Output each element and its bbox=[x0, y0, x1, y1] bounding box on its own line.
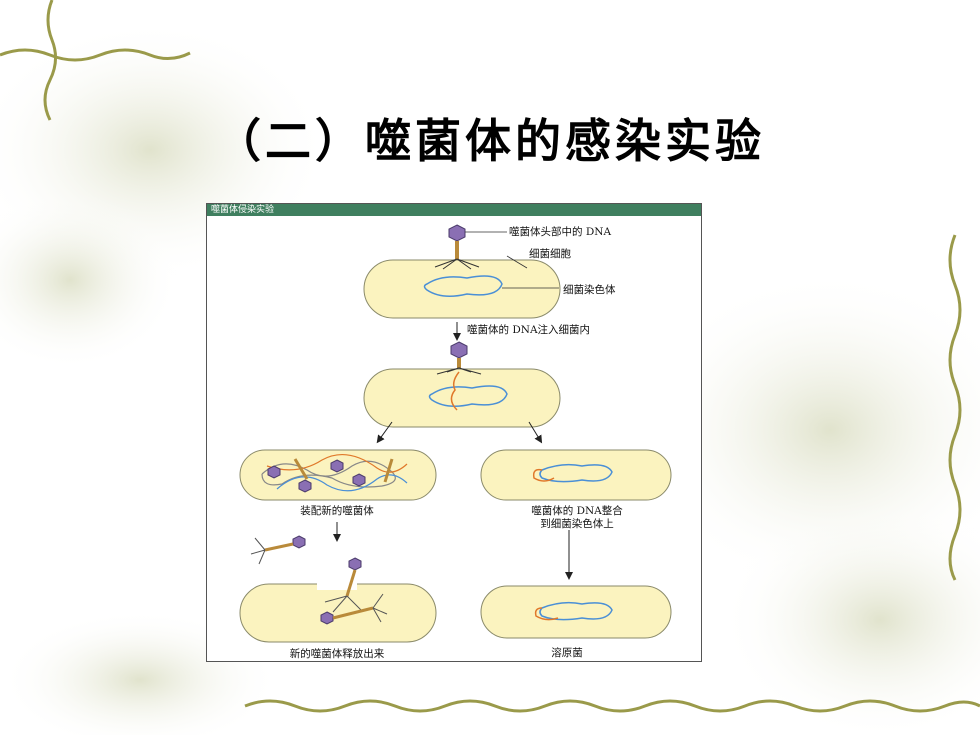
integrated-chromosome bbox=[539, 463, 613, 483]
new-phage-tails bbox=[293, 458, 394, 483]
label-bacterial-cell: 细菌细胞 bbox=[529, 248, 571, 260]
cell-rupture-gap bbox=[317, 580, 357, 590]
label-lysogenic-bacteria: 溶原菌 bbox=[551, 647, 583, 659]
bacterial-chromosome-stage1 bbox=[423, 275, 503, 297]
label-bacterial-chromosome: 细菌染色体 bbox=[563, 284, 616, 296]
new-phage-heads bbox=[267, 459, 366, 493]
vine-decoration-bottom bbox=[244, 699, 980, 713]
phage-dna-injected bbox=[450, 371, 460, 411]
label-phage-head-dna: 噬菌体头部中的 DNA bbox=[509, 226, 612, 238]
bacterial-cell-integrated bbox=[480, 449, 672, 501]
label-dna-injected: 噬菌体的 DNA注入细菌内 bbox=[467, 324, 591, 336]
slide-title: （二）噬菌体的感染实验 bbox=[215, 114, 765, 168]
figure-header: 噬菌体侵染实验 bbox=[207, 204, 701, 216]
arrow-to-lytic bbox=[376, 421, 393, 444]
lysogen-chromosome bbox=[539, 601, 613, 621]
bacterial-cell-stage2 bbox=[363, 368, 561, 428]
phage-infection-figure: 噬菌体侵染实验 bbox=[206, 203, 702, 662]
floral-decoration bbox=[0, 20, 980, 735]
bacterial-cell-lysogen bbox=[480, 585, 672, 639]
leader-cell bbox=[506, 255, 528, 269]
arrow-to-lysogenic bbox=[528, 421, 543, 444]
bacterial-chromosome-stage2 bbox=[428, 385, 508, 407]
vine-decoration-top-left bbox=[0, 0, 191, 121]
vine-decoration-right bbox=[948, 234, 962, 581]
lysogen-prophage bbox=[534, 607, 559, 621]
bacterial-cell-stage1 bbox=[363, 259, 561, 319]
integrated-phage-dna bbox=[532, 468, 555, 482]
label-dna-integrated-1: 噬菌体的 DNA整合 bbox=[531, 505, 623, 517]
label-dna-integrated-2: 到细菌染色体上 bbox=[540, 518, 614, 530]
phage-stage1 bbox=[434, 224, 480, 270]
label-new-phage-released: 新的噬菌体释放出来 bbox=[289, 648, 385, 660]
dna-tangle bbox=[261, 453, 408, 492]
phage-stage2 bbox=[436, 341, 482, 375]
label-assemble-new-phage: 装配新的噬菌体 bbox=[300, 505, 374, 517]
bacterial-cell-lytic bbox=[239, 449, 437, 501]
bacterial-cell-lysing bbox=[239, 583, 437, 643]
figure-drawing bbox=[239, 224, 672, 643]
released-phages bbox=[250, 535, 388, 625]
